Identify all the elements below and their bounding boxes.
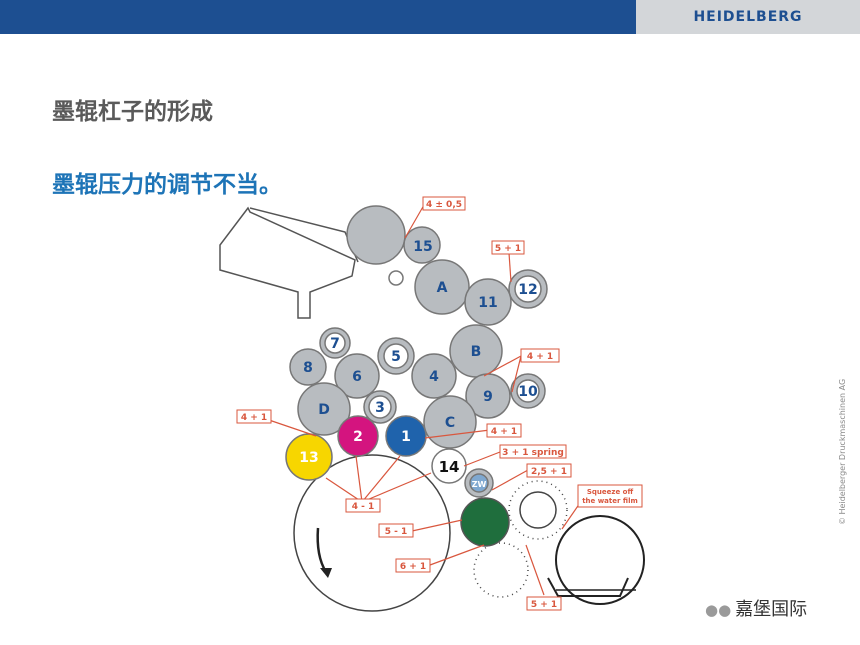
leader-1 [404,204,425,239]
roller-3-label: 3 [375,400,385,416]
label-box-3 [520,348,560,363]
leader-11 [525,544,545,596]
label-9: 5 - 1 [385,527,408,537]
leader-10 [429,544,485,566]
roller-7-inner [324,332,346,354]
label-box-5 [486,423,522,438]
roller-14 [431,448,467,484]
roller-5-inner [383,343,409,369]
label-box-11 [526,596,562,611]
roller-small-hub [388,270,404,286]
leader-8a [325,477,363,503]
ink-fountain [219,206,356,319]
roller-10-inner [516,379,540,403]
label-box-9 [378,523,414,538]
dotted-roller-top-inner [519,491,557,529]
roller-ZW-inner [469,473,489,493]
watermark-text: 嘉堡国际 [735,599,808,620]
label-10: 6 + 1 [400,562,426,572]
leader-3b [511,355,522,393]
label-box-8 [345,498,381,513]
leader-2 [508,252,512,283]
roller-4-label: 4 [429,369,439,385]
label-4: 4 + 1 [241,413,267,423]
label-6: 3 + 1 spring [502,448,564,458]
rotation-arrowhead [320,568,332,578]
roller-2-label: 2 [353,429,363,445]
roller-C-label: C [445,415,455,431]
leader-8c [361,455,401,503]
leader-5 [424,429,491,439]
label-box-4 [236,409,272,424]
dampening-cylinder [555,515,645,605]
header-bar [0,0,636,34]
label-box-10 [395,558,431,573]
roller-4 [411,353,457,399]
roller-3-inner [368,395,392,419]
leader-8d [361,472,432,503]
slide-subtitle: 墨辊压力的调节不当。 [52,172,282,198]
roller-A [414,259,470,315]
watermark: ●●嘉堡国际 [705,595,807,621]
roller-1 [385,415,427,457]
roller-15-label: 15 [413,239,432,255]
water-pan [547,577,629,597]
roller-6 [334,353,380,399]
label-3: 4 + 1 [527,352,553,362]
roller-ZW-label: ZW [472,480,487,489]
roller-8 [289,348,327,386]
roller-11-label: 11 [478,295,497,311]
label-8: 4 - 1 [352,502,375,512]
label-1: 4 ± 0,5 [426,200,462,210]
roller-15 [403,226,441,264]
label-box-1 [422,196,466,211]
copyright-note: © Heidelberger Druckmaschinen AG [838,378,847,525]
roller-11 [464,278,512,326]
logo-area: HEIDELBERG [636,0,860,34]
leader-4 [268,419,317,437]
label-2: 5 + 1 [495,244,521,254]
label-7: 2,5 + 1 [531,467,567,477]
roller-12-label: 12 [518,282,537,298]
roller-C [423,395,477,449]
leader-7 [491,469,529,491]
roller-ductor [346,205,406,265]
roller-12-inner [514,275,542,303]
label-11: 5 + 1 [531,600,557,610]
roller-A-label: A [437,280,448,296]
roller-D [297,382,351,436]
roller-9-label: 9 [483,389,493,405]
roller-10-label: 10 [518,384,538,400]
dotted-roller-bottom [473,542,529,598]
roller-8-label: 8 [303,360,313,376]
leader-8b [355,455,363,503]
slide-title: 墨辊杠子的形成 [52,99,213,125]
wechat-icon: ●● [705,601,732,619]
label-5: 4 + 1 [491,427,517,437]
roller-13-label: 13 [299,450,318,466]
roller-5-label: 5 [391,349,401,365]
roller-green [460,497,510,547]
label-12-line1: Squeeze off [587,488,634,496]
roller-2 [337,415,379,457]
label-12-line2: the water film [582,497,638,505]
roller-14-label: 14 [439,458,460,476]
roller-B-label: B [471,344,482,360]
heidelberg-logo: HEIDELBERG [693,9,803,25]
leader-3 [483,355,522,377]
leader-9 [411,519,463,532]
label-box-2 [491,240,525,255]
label-box-7 [526,463,572,478]
roller-1-label: 1 [401,429,411,445]
roller-D-label: D [318,402,330,418]
roller-6-label: 6 [352,369,362,385]
roller-7-label: 7 [330,336,340,352]
leader-6 [463,451,501,467]
label-box-6 [499,444,567,459]
label-box-12 [577,484,643,508]
